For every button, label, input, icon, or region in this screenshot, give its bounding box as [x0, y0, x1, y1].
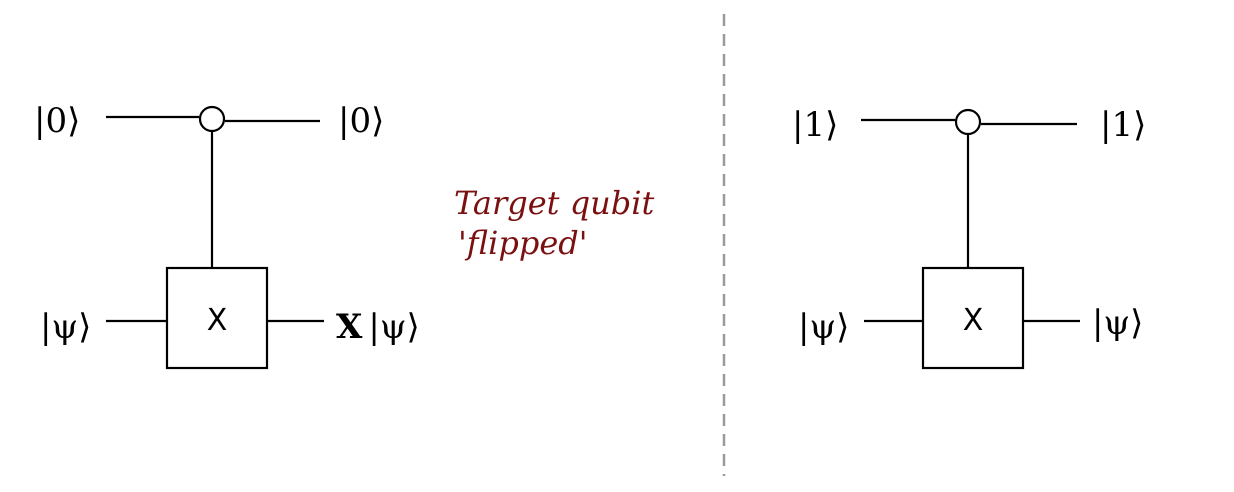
left-target-output-state: |ψ⟩ — [368, 307, 419, 347]
right-control-input-label: |1⟩ — [792, 105, 838, 145]
left-target-output-operator: X — [336, 307, 363, 347]
left-control-dot — [198, 105, 226, 133]
left-x-gate — [165, 266, 269, 370]
right-control-dot — [954, 108, 982, 136]
right-control-output-label: |1⟩ — [1100, 105, 1146, 145]
annotation-line-1: Target qubit — [454, 184, 655, 222]
left-target-output-label: X|ψ⟩ — [336, 307, 420, 347]
left-control-input-label: |0⟩ — [34, 101, 80, 141]
left-target-input-label: |ψ⟩ — [40, 307, 91, 347]
right-target-output-label: |ψ⟩ — [1092, 303, 1143, 343]
left-circuit: |0⟩ |0⟩ |ψ⟩ X X|ψ⟩ — [34, 101, 420, 370]
annotation-line-2: 'flipped' — [458, 224, 588, 262]
flip-annotation: Target qubit 'flipped' — [454, 184, 655, 262]
right-x-gate — [921, 266, 1025, 370]
right-x-gate-label: X — [963, 303, 984, 338]
left-control-output-label: |0⟩ — [338, 101, 384, 141]
left-x-gate-label: X — [207, 303, 228, 338]
right-target-input-label: |ψ⟩ — [798, 307, 849, 347]
right-circuit: |1⟩ |1⟩ |ψ⟩ X |ψ⟩ — [792, 105, 1146, 370]
